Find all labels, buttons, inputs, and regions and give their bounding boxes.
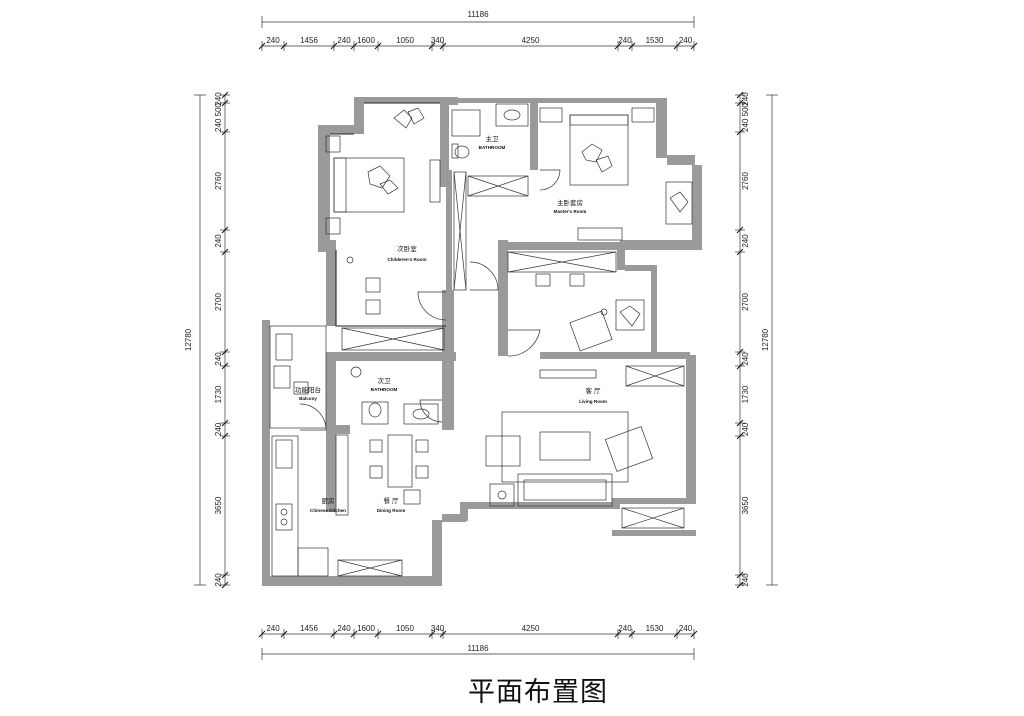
dim-label: 4250 xyxy=(522,36,540,45)
room-labels: 主卫 BATHROOM 主卧套房 Master's Room 次卧室 Child… xyxy=(295,134,607,513)
dim-label: 1730 xyxy=(214,385,223,403)
dim-label: 1600 xyxy=(357,624,375,633)
bottom-total-dimension: 11186 xyxy=(467,644,489,653)
master-room-en: Master's Room xyxy=(554,209,587,214)
dim-label: 240 xyxy=(741,422,750,436)
dim-label: 2700 xyxy=(214,293,223,311)
dim-label: 2760 xyxy=(214,172,223,190)
dim-label: 240 xyxy=(618,36,632,45)
master-bed xyxy=(569,114,629,186)
doors xyxy=(299,169,561,431)
dim-label: 240 xyxy=(741,234,750,248)
dim-label: 1456 xyxy=(300,624,318,633)
coffee-table xyxy=(539,431,591,461)
left-total-dimension: 12780 xyxy=(184,328,193,351)
tv-cabinet xyxy=(539,369,597,379)
dim-label: 240 xyxy=(741,92,750,106)
dim-label: 240 xyxy=(679,624,693,633)
dim-label: 1456 xyxy=(300,36,318,45)
dim-label: 240 xyxy=(679,36,693,45)
master-bath-cn: 主卫 xyxy=(486,134,500,143)
dim-label: 240 xyxy=(618,624,632,633)
dim-label: 340 xyxy=(431,624,445,633)
dim-label: 3650 xyxy=(741,496,750,514)
walls xyxy=(262,97,702,586)
dim-label: 3650 xyxy=(214,496,223,514)
dim-label: 240 xyxy=(337,624,351,633)
top-total-dimension: 11186 xyxy=(467,10,489,19)
dim-label: 1050 xyxy=(396,624,414,633)
right-total-dimension: 12780 xyxy=(761,328,770,351)
second-bath-cn: 次卫 xyxy=(378,376,392,385)
top-dimension-chain: 11186 240 1456 240 1600 1050 340 4250 240 1530 24… xyxy=(258,10,698,51)
childrens-room-cn: 次卧室 xyxy=(397,244,417,253)
dim-label: 4250 xyxy=(522,624,540,633)
dim-label: 240 500 xyxy=(214,102,223,131)
living-rug xyxy=(501,411,629,483)
master-room-cn: 主卧套房 xyxy=(557,198,583,207)
balcony-en: Balcony xyxy=(299,396,317,401)
dining-room-en: Dining Room xyxy=(377,508,406,513)
kitchen-en: Chinese Kitchen xyxy=(310,508,346,513)
dim-label: 240 xyxy=(214,573,223,587)
room-outlines xyxy=(269,102,685,577)
dim-label: 240 xyxy=(337,36,351,45)
dim-label: 240 500 xyxy=(741,102,750,131)
balcony-cn: 功能阳台 xyxy=(295,385,321,394)
dim-label: 240 xyxy=(214,352,223,366)
childrens-room-en: Childeren's Room xyxy=(387,257,426,262)
dim-label: 1730 xyxy=(741,385,750,403)
living-room-en: Living Room xyxy=(579,399,607,404)
kitchen-cn: 厨房 xyxy=(322,496,335,505)
dining-room-cn: 餐 厅 xyxy=(383,496,399,505)
dim-label: 1600 xyxy=(357,36,375,45)
childrens-bed xyxy=(333,157,405,213)
dim-label: 240 xyxy=(741,573,750,587)
second-bath-en: BATHROOM xyxy=(371,387,398,392)
dim-label: 2700 xyxy=(741,293,750,311)
dim-label: 240 xyxy=(741,352,750,366)
dim-label: 1530 xyxy=(646,36,664,45)
dim-label: 2760 xyxy=(741,172,750,190)
dim-label: 1050 xyxy=(396,36,414,45)
dim-label: 240 xyxy=(266,624,280,633)
master-bath-en: BATHROOM xyxy=(479,145,506,150)
bottom-dimension-chain: 240 1456 240 1600 1050 340 4250 240 1530 240 1118… xyxy=(258,624,698,660)
dining-table xyxy=(387,434,413,488)
living-room-cn: 客 厅 xyxy=(585,386,601,395)
sofa xyxy=(517,473,613,507)
dim-label: 240 xyxy=(214,422,223,436)
dim-label: 240 xyxy=(214,234,223,248)
plan-title: 平面布置图 xyxy=(468,677,608,708)
dim-label: 340 xyxy=(431,36,445,45)
dim-label: 1530 xyxy=(646,624,664,633)
dim-label: 240 xyxy=(266,36,280,45)
furniture xyxy=(273,103,693,531)
dim-label: 240 xyxy=(214,92,223,106)
